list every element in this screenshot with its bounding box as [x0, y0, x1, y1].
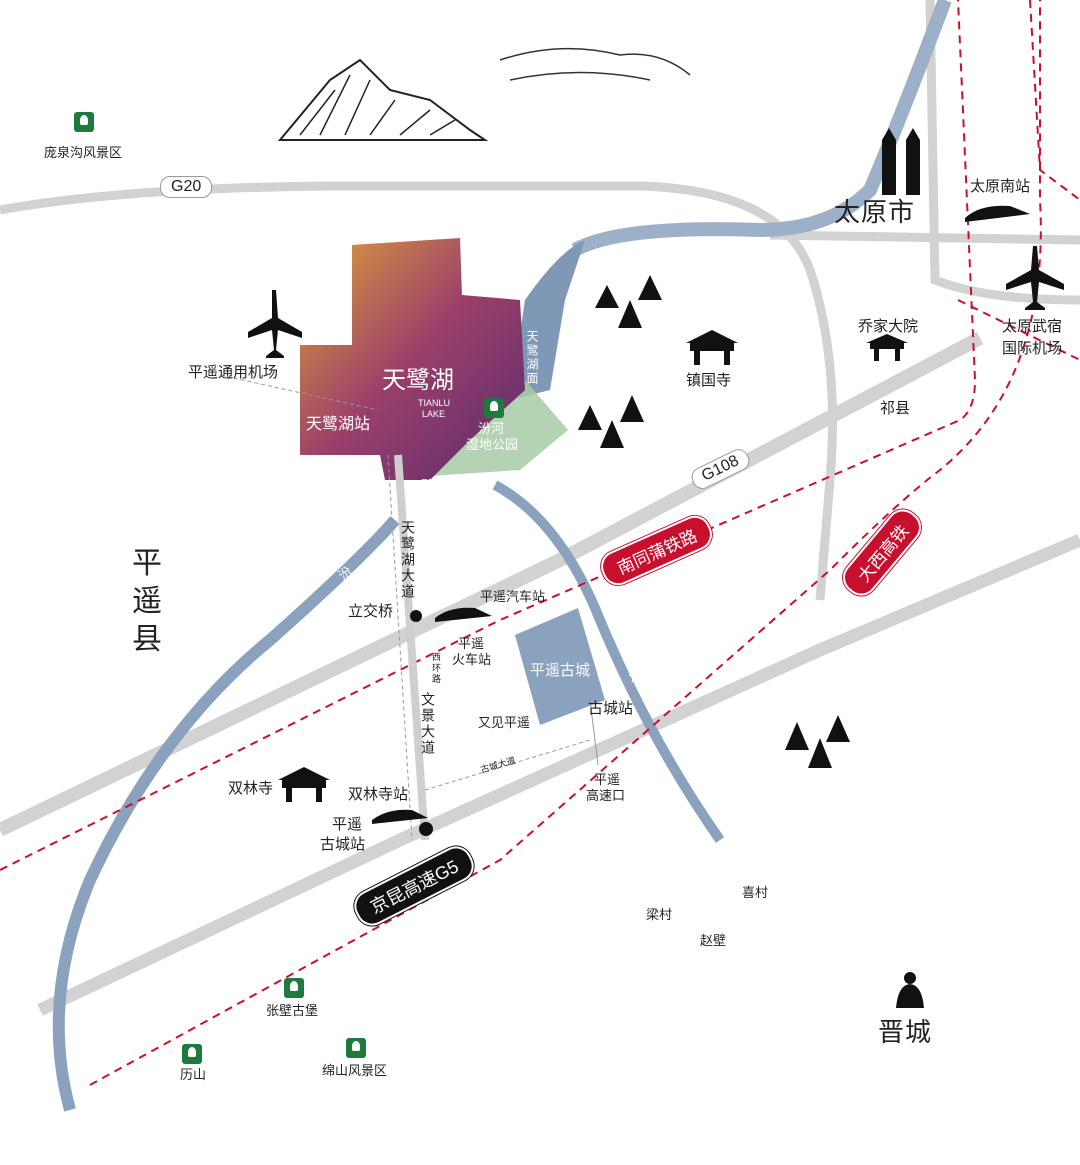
- mianshan-label: 绵山风景区: [322, 1063, 388, 1078]
- highspeed-station-dot: [419, 822, 433, 836]
- shuanglin-station-label: 双林寺站: [348, 786, 409, 803]
- airport-rail: [957, 299, 1080, 361]
- exit-label-2: 高速口: [586, 788, 626, 803]
- huiji-river: [492, 480, 725, 843]
- scenic-icon: [346, 1038, 366, 1058]
- tianlu-avenue-label: 天鹭湖大道: [400, 520, 416, 600]
- fenhe-river: [52, 516, 400, 1112]
- train-station-label-2: 火车站: [452, 652, 492, 667]
- train-station-label-1: 平遥: [458, 636, 485, 651]
- bus-station-label: 平遥汽车站: [480, 589, 546, 604]
- scenic-icon: [182, 1044, 202, 1064]
- guchengzhan-label: 古城站: [588, 700, 634, 717]
- highspeed-label-2: 古城站: [320, 836, 366, 853]
- scenic-icon: [74, 112, 94, 132]
- taiyuan-railway: [1029, 0, 1080, 201]
- shuanglin-label: 双林寺: [228, 780, 274, 797]
- taiyuan-east-road: [769, 230, 1080, 245]
- g108-road: [0, 331, 984, 837]
- zhangbi-label: 张壁古堡: [266, 1003, 319, 1018]
- pingyao-airport-label: 平遥通用机场: [188, 364, 279, 381]
- highspeed-label-1: 平遥: [332, 816, 363, 833]
- tianlu-lake: [510, 240, 585, 400]
- taiyuan-south-label: 太原南站: [970, 178, 1031, 195]
- cloud-sketch: [499, 47, 691, 81]
- tower-icon: [882, 128, 920, 195]
- zhenguo-label: 镇国寺: [686, 372, 732, 389]
- pangquangou-label: 庞泉沟风景区: [44, 145, 123, 160]
- scenic-icon: [284, 978, 304, 998]
- daxi-railway: [89, 0, 1042, 1086]
- train-icon: [372, 205, 1030, 824]
- lishan-label: 历山: [180, 1067, 207, 1082]
- g20-road: [0, 181, 837, 601]
- taiyuan-airport-label-1: 太原武宿: [1002, 318, 1063, 335]
- lijiao-label: 立交桥: [348, 603, 394, 620]
- plane-icon: [1006, 246, 1064, 310]
- buddha-icon: [896, 972, 924, 1008]
- tianlu-lake-project-area: [300, 238, 525, 480]
- ancient-city-block: [515, 608, 605, 725]
- g20-label: G20: [160, 176, 213, 198]
- tree-icon: [578, 275, 850, 768]
- ancient-city-label: 平遥古城: [530, 662, 591, 679]
- fenhe-park-label-2: 湿地公园: [466, 437, 519, 452]
- zhaobi-label: 赵壁: [700, 933, 727, 948]
- airport-dash: [219, 374, 379, 411]
- plane-icon: [248, 290, 302, 358]
- project-name-en-2: LAKE: [422, 409, 446, 419]
- qiaojia-label: 乔家大院: [858, 318, 919, 335]
- mountain-hatch: [299, 74, 456, 136]
- fenhe-park-label-1: 汾河: [478, 421, 505, 436]
- west-avenue: [387, 454, 413, 841]
- tianlu-station-label: 天鹭湖站: [306, 416, 371, 433]
- project-name: 天鹭湖: [382, 368, 454, 394]
- wenjing-avenue-label: 文景大道: [420, 692, 436, 756]
- temple-icon: [278, 330, 908, 802]
- tianlu-lake-surface-label: 天鹭湖面: [525, 330, 539, 386]
- qixian-label: 祁县: [880, 400, 911, 417]
- taiyuan-label: 太原市: [834, 197, 916, 227]
- yinhui-reservoir-label: 尹回水库: [716, 799, 743, 829]
- pingyao-county-label: 平遥县: [132, 547, 162, 656]
- tianlu-avenue-road: [394, 454, 429, 841]
- taiyuan-airport-label-2: 国际机场: [1002, 340, 1063, 357]
- liangcun-label: 梁村: [646, 907, 673, 922]
- lijiao-dot: [410, 610, 422, 622]
- exit-line: [589, 699, 599, 766]
- mountain-icon: [277, 58, 489, 141]
- project-name-en-1: TIANLU: [418, 398, 451, 408]
- scenic-icon: [484, 398, 504, 418]
- youjian-label: 又见平遥: [478, 715, 531, 730]
- jincheng-label: 晋城: [878, 1017, 933, 1047]
- dock-label: 天鹭湖码头: [408, 478, 474, 493]
- g5-road: [37, 534, 1080, 1016]
- xihuan-label: 西环路: [431, 652, 441, 685]
- xicun-label: 喜村: [742, 885, 769, 900]
- ancient-avenue: [424, 739, 591, 791]
- exit-label-1: 平遥: [594, 772, 621, 787]
- taiyuan-river: [571, 0, 952, 257]
- airport-road: [925, 0, 1080, 305]
